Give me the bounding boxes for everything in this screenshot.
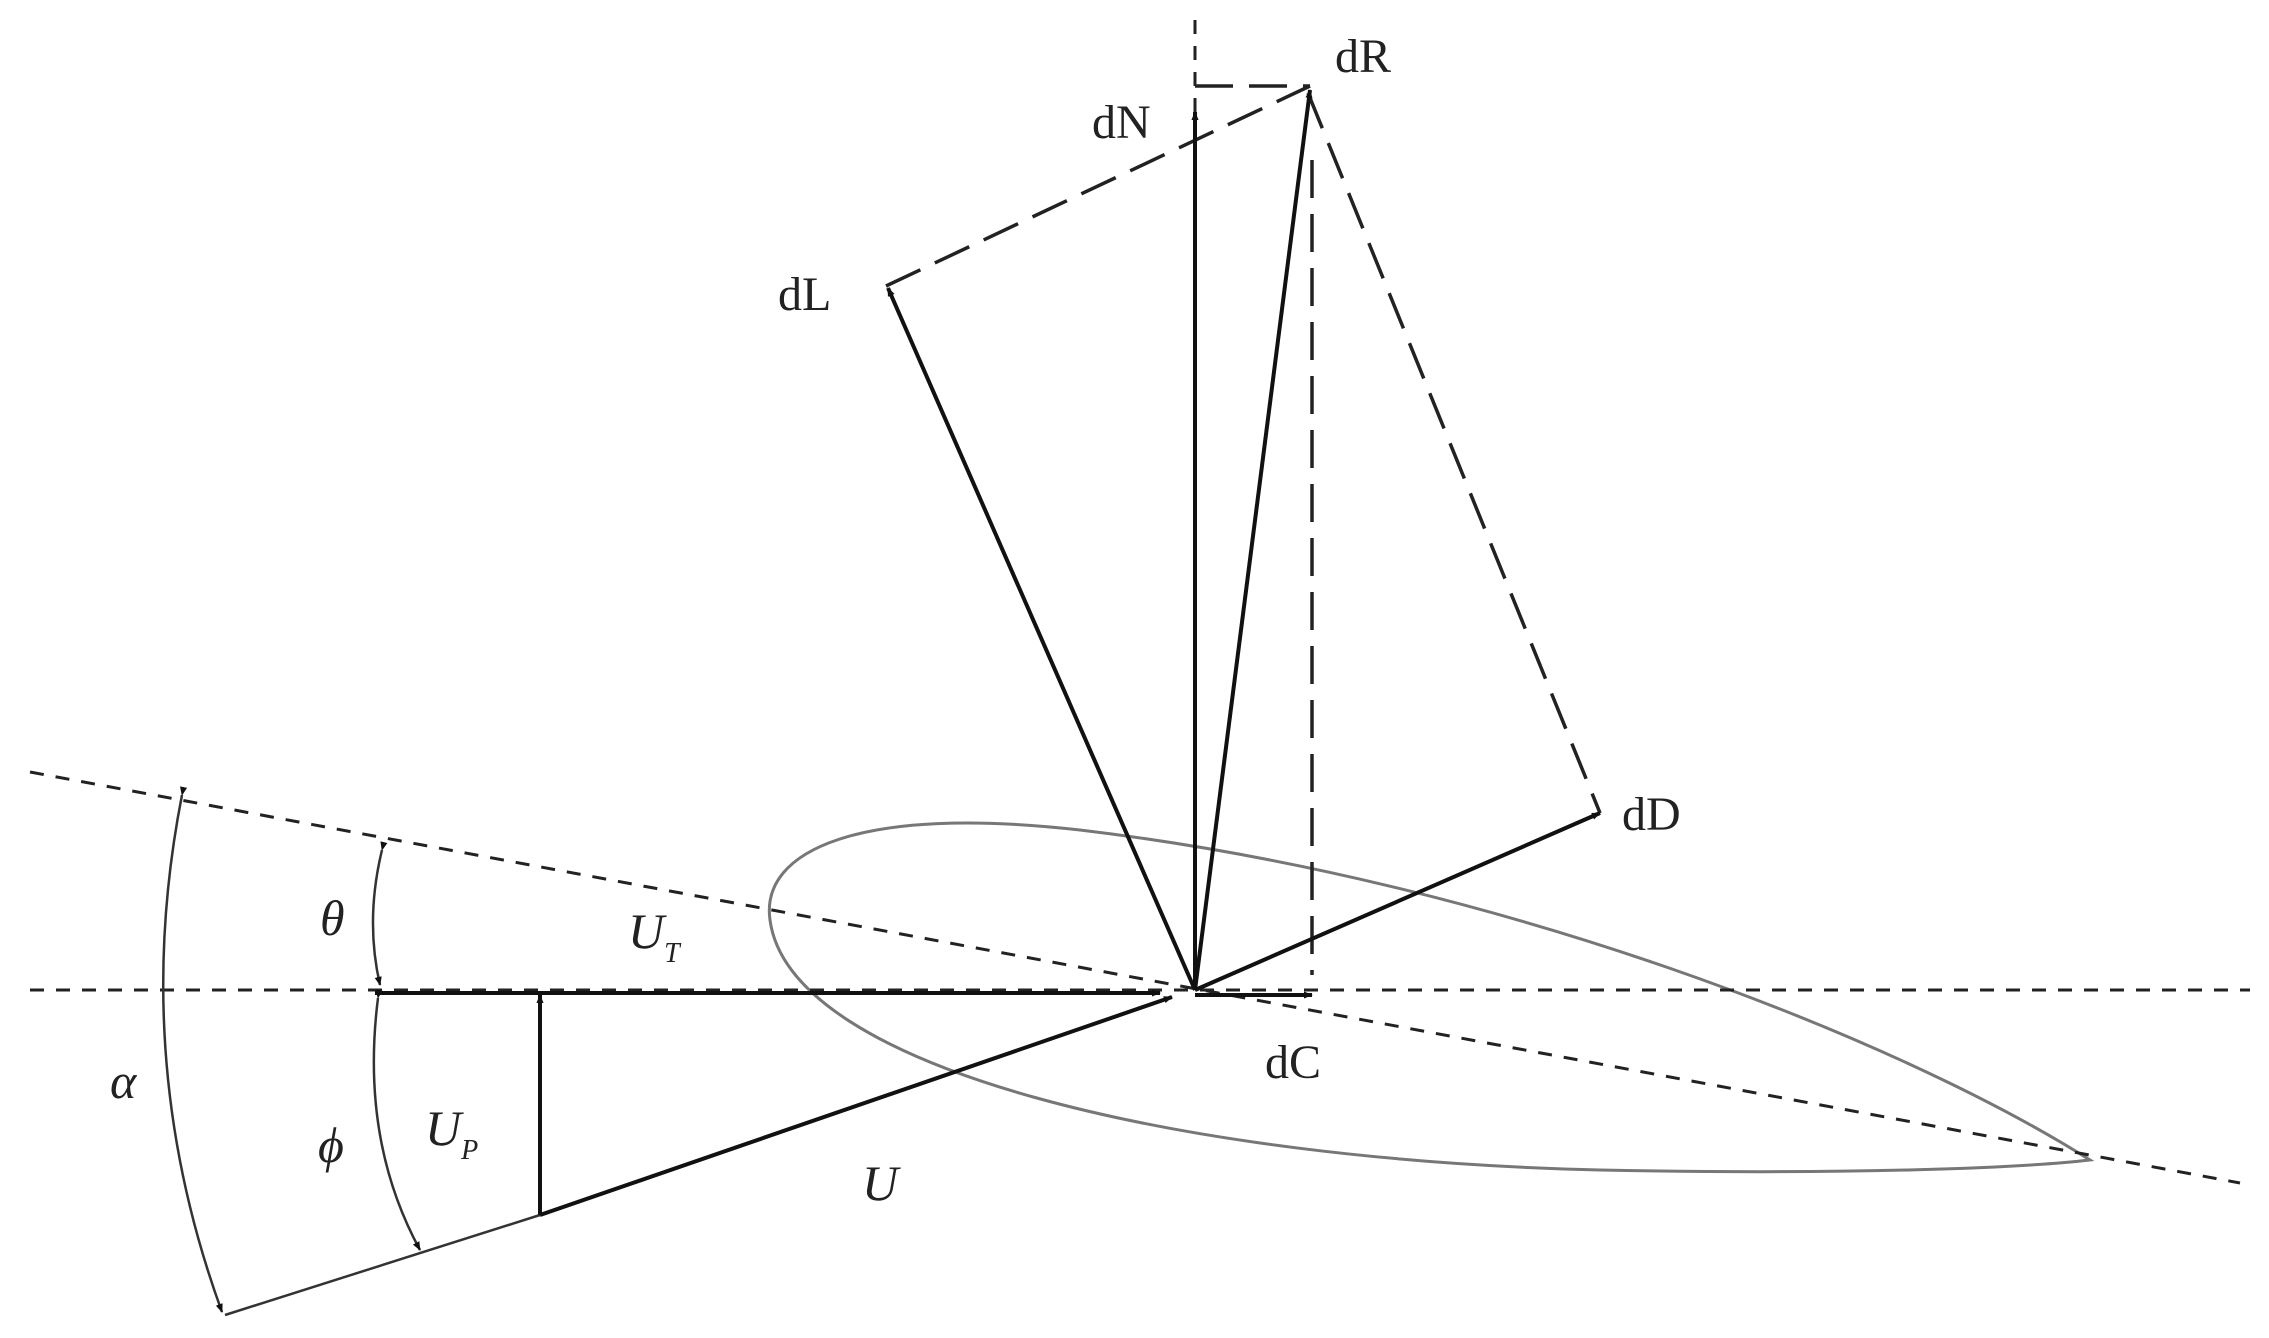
up-label-sub: P [460, 1135, 478, 1166]
airfoil-outline [767, 821, 2095, 1174]
dr-label: dR [1335, 30, 1391, 83]
dd-label: dD [1622, 788, 1681, 841]
up-label-main: U [425, 1100, 464, 1156]
dc-label: dC [1265, 1036, 1321, 1089]
theta-label: θ [320, 890, 345, 946]
ut-label-sub: T [664, 938, 682, 969]
u-label: U [862, 1155, 901, 1211]
u-vector [539, 995, 1173, 1217]
dd-vector [1194, 811, 1601, 992]
inflow-direction-line [224, 1213, 541, 1317]
alpha-angle-arc [162, 786, 224, 1313]
dl-to-dr-dashed-line [885, 84, 1311, 288]
up-label: UP [425, 1100, 478, 1166]
phi-angle-arc [372, 989, 422, 1251]
dn-label: dN [1092, 96, 1151, 149]
dl-vector [886, 287, 1197, 991]
chord-line [29, 770, 2241, 1185]
dd-to-dr-dashed-line [1306, 92, 1602, 814]
ut-label-main: U [628, 903, 667, 959]
phi-label: ϕ [318, 1117, 344, 1173]
ut-label: UT [628, 903, 682, 969]
dr-vector [1193, 89, 1313, 991]
theta-angle-arc [371, 841, 388, 986]
alpha-label: α [110, 1053, 138, 1109]
dl-label: dL [778, 268, 831, 321]
